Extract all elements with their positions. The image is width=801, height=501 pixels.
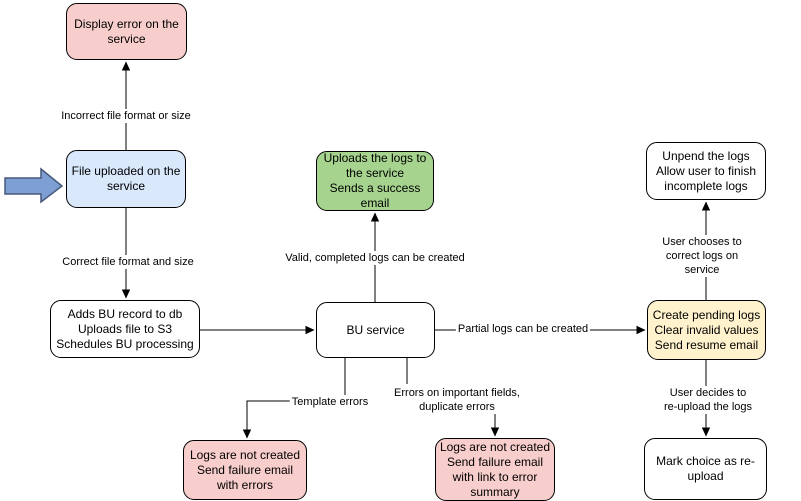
edge-label-field-errors: Errors on important fields, duplicate er… [392,386,522,414]
edge-label-valid-logs: Valid, completed logs can be created [283,251,467,265]
node-failure-field-errors: Logs are not created Send failure email … [435,438,555,501]
node-mark-choice-reupload: Mark choice as re- upload [644,438,767,500]
entry-arrow-icon [4,167,64,204]
node-uploads-logs-success: Uploads the logs to the service Sends a … [316,151,434,211]
edge-label-reupload: User decides to re-upload the logs [661,386,755,414]
node-unpend-logs: Unpend the logs Allow user to finish inc… [646,142,766,200]
node-failure-template-errors: Logs are not created Send failure email … [183,440,307,500]
node-create-pending-logs: Create pending logs Clear invalid values… [647,300,766,360]
node-display-error: Display error on the service [66,3,187,60]
edge-label-correct-format: Correct file format and size [60,255,196,269]
edge-label-partial-logs: Partial logs can be created [455,322,591,336]
edge-label-incorrect-format: Incorrect file format or size [59,109,193,123]
node-file-uploaded: File uploaded on the service [66,150,186,208]
node-adds-bu-record: Adds BU record to db Uploads file to S3 … [50,300,200,358]
edge-label-correct-on-service: User chooses to correct logs on service [652,235,752,277]
edge-label-template-errors: Template errors [289,395,371,409]
node-bu-service: BU service [316,302,435,358]
